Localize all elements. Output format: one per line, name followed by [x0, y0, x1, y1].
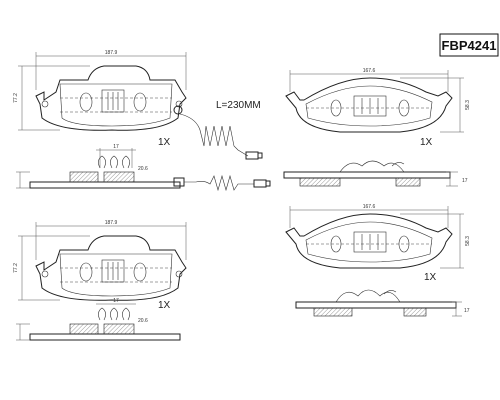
dimension-tl-thick-a: 17 — [113, 144, 119, 150]
dimension-tl-thick-b: 20.6 — [138, 166, 148, 172]
pad-bottom-right-side-view: 17 — [295, 289, 470, 317]
dimension-tr-height: 58.3 — [465, 100, 471, 110]
dimension-tr-thick: 17 — [462, 178, 468, 184]
wear-sensor — [173, 105, 263, 160]
part-number: FBP4241 — [442, 38, 497, 53]
dimension-bl-thick-a: 17 — [113, 298, 119, 304]
pad-bottom-left-front-view: 187.9 77.2 — [13, 220, 187, 301]
quantity-bottom-left: 1X — [158, 300, 171, 311]
part-number-box: FBP4241 — [439, 33, 499, 57]
dimension-bl-height: 77.2 — [13, 263, 19, 273]
dimension-tr-width: 167.6 — [363, 68, 376, 74]
sensor-length-label: L=230MM — [216, 100, 261, 111]
dimension-bl-width: 187.9 — [105, 220, 118, 226]
dimension-br-width: 167.6 — [363, 204, 376, 210]
pad-top-right-front-view: 167.6 58.3 — [285, 68, 471, 133]
pad-bottom-right-front-view: 167.6 58.3 — [285, 204, 471, 269]
quantity-top-left: 1X — [158, 137, 171, 148]
quantity-top-right: 1X — [420, 137, 433, 148]
pad-top-left-front-view: 187.9 77.2 — [13, 50, 187, 131]
dimension-br-thick: 17 — [464, 308, 470, 314]
dimension-tl-height: 77.2 — [13, 93, 19, 103]
pad-top-left-side-view: 17 20.6 — [16, 144, 271, 192]
dimension-br-height: 58.3 — [465, 236, 471, 246]
dimension-tl-width: 187.9 — [105, 50, 118, 56]
pad-bottom-left-side-view: 17 20.6 — [16, 298, 181, 341]
pad-top-right-side-view: 17 — [283, 160, 468, 187]
quantity-bottom-right: 1X — [424, 272, 437, 283]
dimension-bl-thick-b: 20.6 — [138, 318, 148, 324]
